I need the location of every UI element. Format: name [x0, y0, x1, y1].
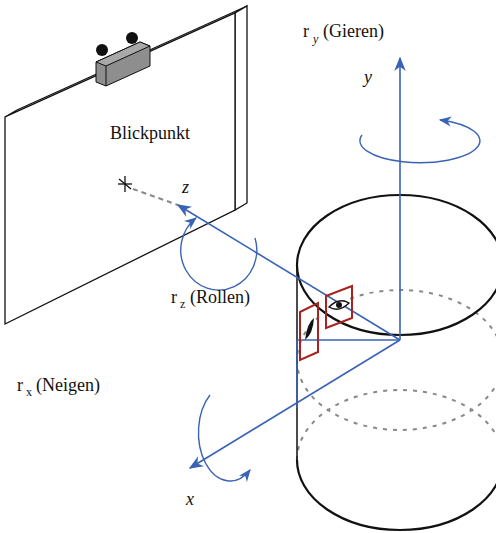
head-cylinder — [297, 195, 496, 530]
gaze-point-cross — [118, 176, 132, 192]
axis-name: z — [180, 178, 191, 196]
axis-name: y — [364, 68, 372, 86]
rotation-name: (Gieren) — [323, 22, 384, 40]
rotation-arrows — [181, 120, 480, 481]
eye-windows — [300, 286, 352, 360]
axis-rotation-subscript: y — [313, 33, 318, 45]
rotation-name: (Neigen) — [36, 376, 100, 394]
axis-rotation-label: r — [171, 288, 177, 306]
axis-rotation-subscript: x — [26, 386, 32, 398]
axis-name: x — [186, 490, 194, 508]
screen-board — [5, 6, 247, 324]
gaze-ray — [133, 189, 178, 205]
rotation-name: (Rollen) — [190, 288, 250, 306]
axis-rotation-label: r — [17, 376, 23, 394]
eye-tracker-camera — [96, 32, 150, 86]
gaze-point-label: Blickpunkt — [110, 124, 190, 142]
axis-rotation-subscript: z — [180, 298, 185, 310]
coordinate-axes — [178, 58, 400, 468]
axis-rotation-label: r — [303, 22, 309, 40]
